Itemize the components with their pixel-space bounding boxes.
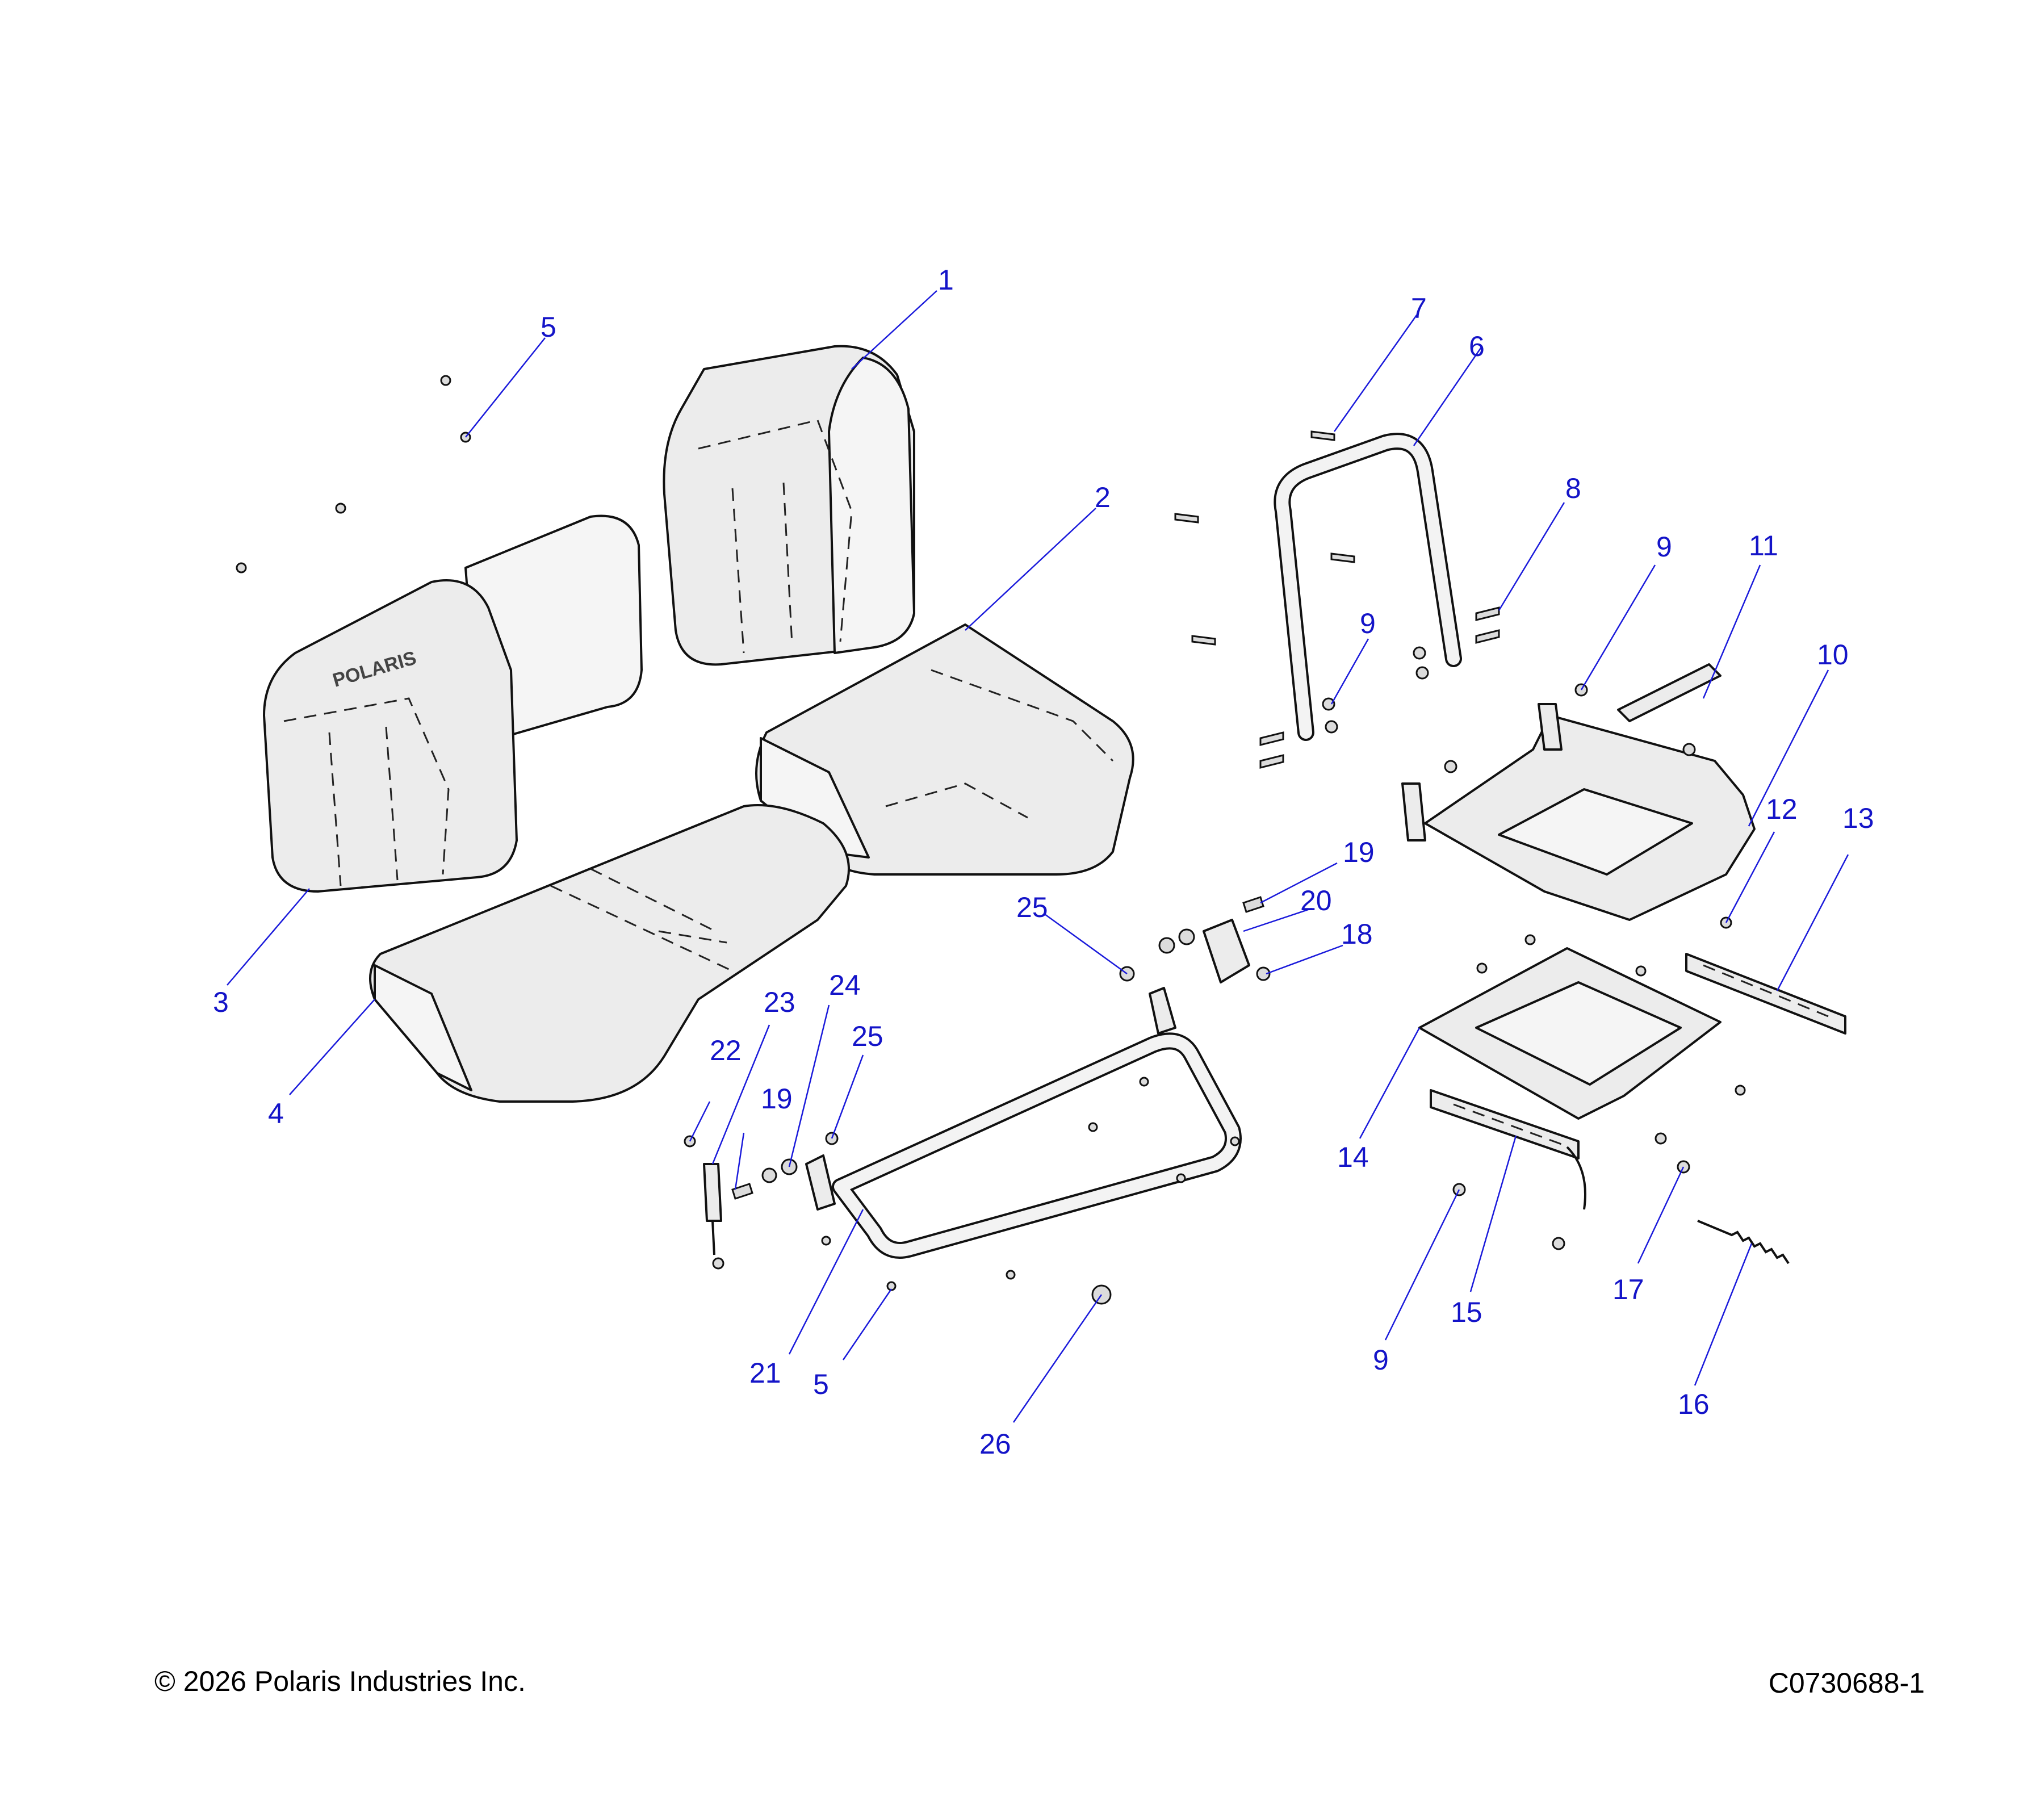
- callout-21: 21: [749, 1357, 781, 1389]
- callout-25-lower: 25: [852, 1020, 883, 1052]
- callout-16: 16: [1678, 1388, 1710, 1420]
- drawing-number: C0730688-1: [1768, 1667, 1925, 1699]
- part-14-lower-base-plate: [1418, 947, 1722, 1120]
- callout-17: 17: [1612, 1274, 1644, 1305]
- callout-22: 22: [710, 1035, 742, 1066]
- callout-5-top: 5: [541, 311, 556, 343]
- callout-12: 12: [1766, 793, 1798, 825]
- callout-labels: 1 2 3 4 5 5 6 7 8 9 9 9 10 11 12 13 14 1…: [213, 264, 1874, 1460]
- callout-19-right: 19: [1343, 836, 1375, 868]
- part-3-bench-backrest: POLARIS: [263, 514, 643, 893]
- callout-20: 20: [1300, 885, 1332, 916]
- callout-23: 23: [764, 986, 795, 1018]
- part-4-bench-seat-bottom: [369, 804, 850, 1103]
- callout-24: 24: [829, 969, 861, 1001]
- callout-11: 11: [1749, 530, 1778, 562]
- copyright-notice: © 2026 Polaris Industries Inc.: [154, 1665, 526, 1697]
- part-23-gas-strut: [703, 1163, 722, 1255]
- part-10-seat-base: [1401, 703, 1756, 921]
- callout-2: 2: [1095, 482, 1111, 513]
- callout-26: 26: [979, 1428, 1011, 1460]
- part-15-slide-rail-handle: [1430, 1089, 1586, 1210]
- callout-9-upper: 9: [1360, 608, 1376, 639]
- part-2-driver-seat-bottom: [755, 623, 1134, 876]
- hardware-fasteners: [236, 375, 1746, 1305]
- callout-15: 15: [1451, 1296, 1482, 1328]
- part-16-spring: [1697, 1220, 1790, 1265]
- callout-9-bottom: 9: [1373, 1344, 1389, 1376]
- part-6-backrest-frame: [1274, 433, 1462, 741]
- callout-13: 13: [1842, 802, 1874, 834]
- callout-7: 7: [1411, 292, 1427, 324]
- callout-4: 4: [268, 1098, 284, 1129]
- callout-5-bottom: 5: [813, 1368, 829, 1400]
- callout-6: 6: [1469, 330, 1485, 362]
- callout-leader-lines: [227, 290, 1849, 1423]
- part-1-driver-backrest: [663, 345, 915, 666]
- callout-9-right: 9: [1656, 531, 1672, 563]
- part-13-slide-rail: [1685, 953, 1846, 1035]
- callout-19-left: 19: [761, 1083, 793, 1115]
- callout-3: 3: [213, 986, 229, 1018]
- callout-1: 1: [938, 264, 954, 296]
- part-11-bracket: [1617, 663, 1722, 722]
- callout-18: 18: [1341, 918, 1373, 950]
- part-21-seat-bottom-frame: [805, 987, 1242, 1259]
- callout-14: 14: [1337, 1141, 1369, 1173]
- callout-10: 10: [1817, 639, 1849, 671]
- part-20-hinge-bracket: [1203, 919, 1250, 983]
- callout-8: 8: [1565, 472, 1581, 504]
- callout-25-upper: 25: [1016, 891, 1048, 923]
